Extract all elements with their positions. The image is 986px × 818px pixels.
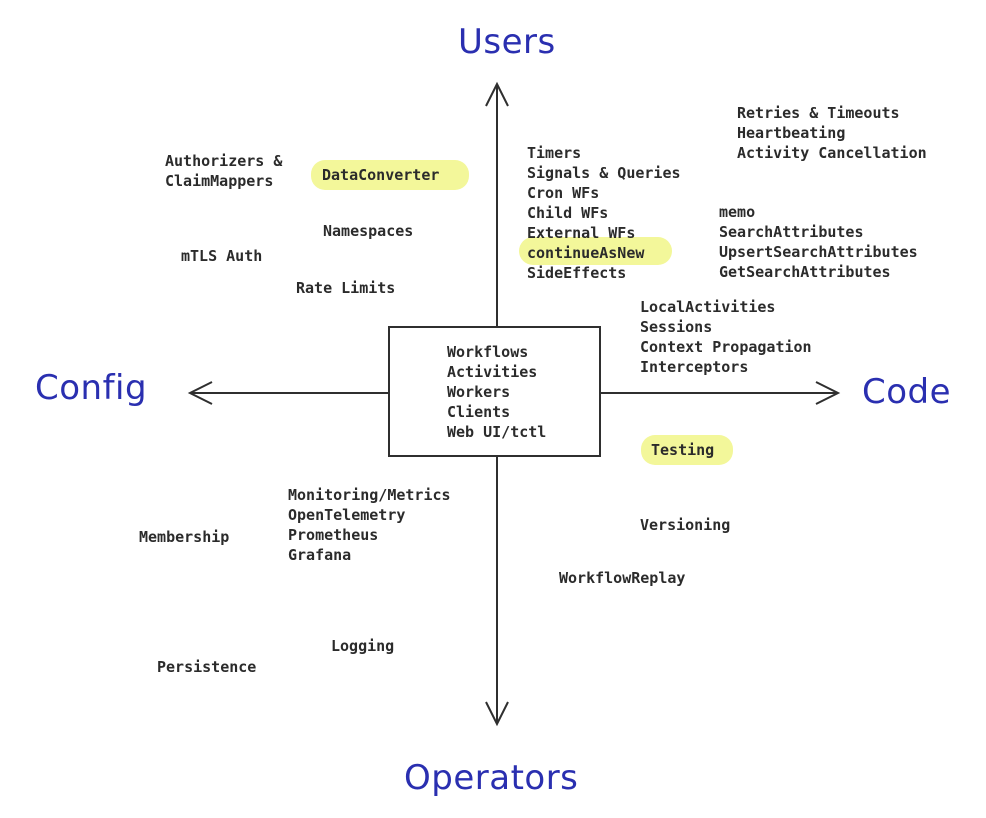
activity-features-list: Retries & Timeouts Heartbeating Activity… (737, 104, 927, 162)
center-item: Clients (447, 403, 511, 421)
center-box (388, 326, 601, 457)
axis-label-config: Config (35, 368, 148, 408)
center-list: Workflows Activities Workers Clients Web… (447, 342, 546, 442)
local-activities-list: LocalActivities Sessions Context Propaga… (640, 298, 812, 376)
axis-label-users: Users (458, 22, 556, 62)
highlight-continueasnew (519, 237, 672, 265)
monitoring-list: Monitoring/Metrics OpenTelemetry Prometh… (288, 486, 451, 564)
axis-label-operators: Operators (404, 758, 579, 798)
center-item: Workers (447, 383, 511, 401)
highlight-dataconverter (311, 160, 469, 190)
namespaces: Namespaces (323, 222, 414, 240)
arrowhead-right (815, 381, 841, 405)
dataconverter: DataConverter (322, 166, 440, 184)
workflow-replay: WorkflowReplay (559, 569, 686, 587)
center-item: Workflows (447, 343, 529, 361)
membership: Membership (139, 528, 230, 546)
testing: Testing (651, 441, 715, 459)
continueasnew: continueAsNew (527, 244, 645, 262)
authorizers-claimmappers: Authorizers & ClaimMappers (165, 152, 283, 190)
versioning: Versioning (640, 516, 731, 534)
arrowhead-up (485, 81, 509, 107)
mtls-auth: mTLS Auth (181, 247, 263, 265)
rate-limits: Rate Limits (296, 279, 396, 297)
axis-label-code: Code (862, 372, 952, 412)
logging: Logging (331, 637, 395, 655)
workflow-features-list: Timers Signals & Queries Cron WFs Child … (527, 144, 681, 282)
center-item: Web UI/tctl (447, 423, 547, 441)
highlight-testing (641, 435, 733, 465)
arrowhead-down (485, 701, 509, 727)
arrowhead-left (187, 381, 213, 405)
search-attributes-list: memo SearchAttributes UpsertSearchAttrib… (719, 203, 918, 281)
center-item: Activities (447, 363, 538, 381)
persistence: Persistence (157, 658, 257, 676)
